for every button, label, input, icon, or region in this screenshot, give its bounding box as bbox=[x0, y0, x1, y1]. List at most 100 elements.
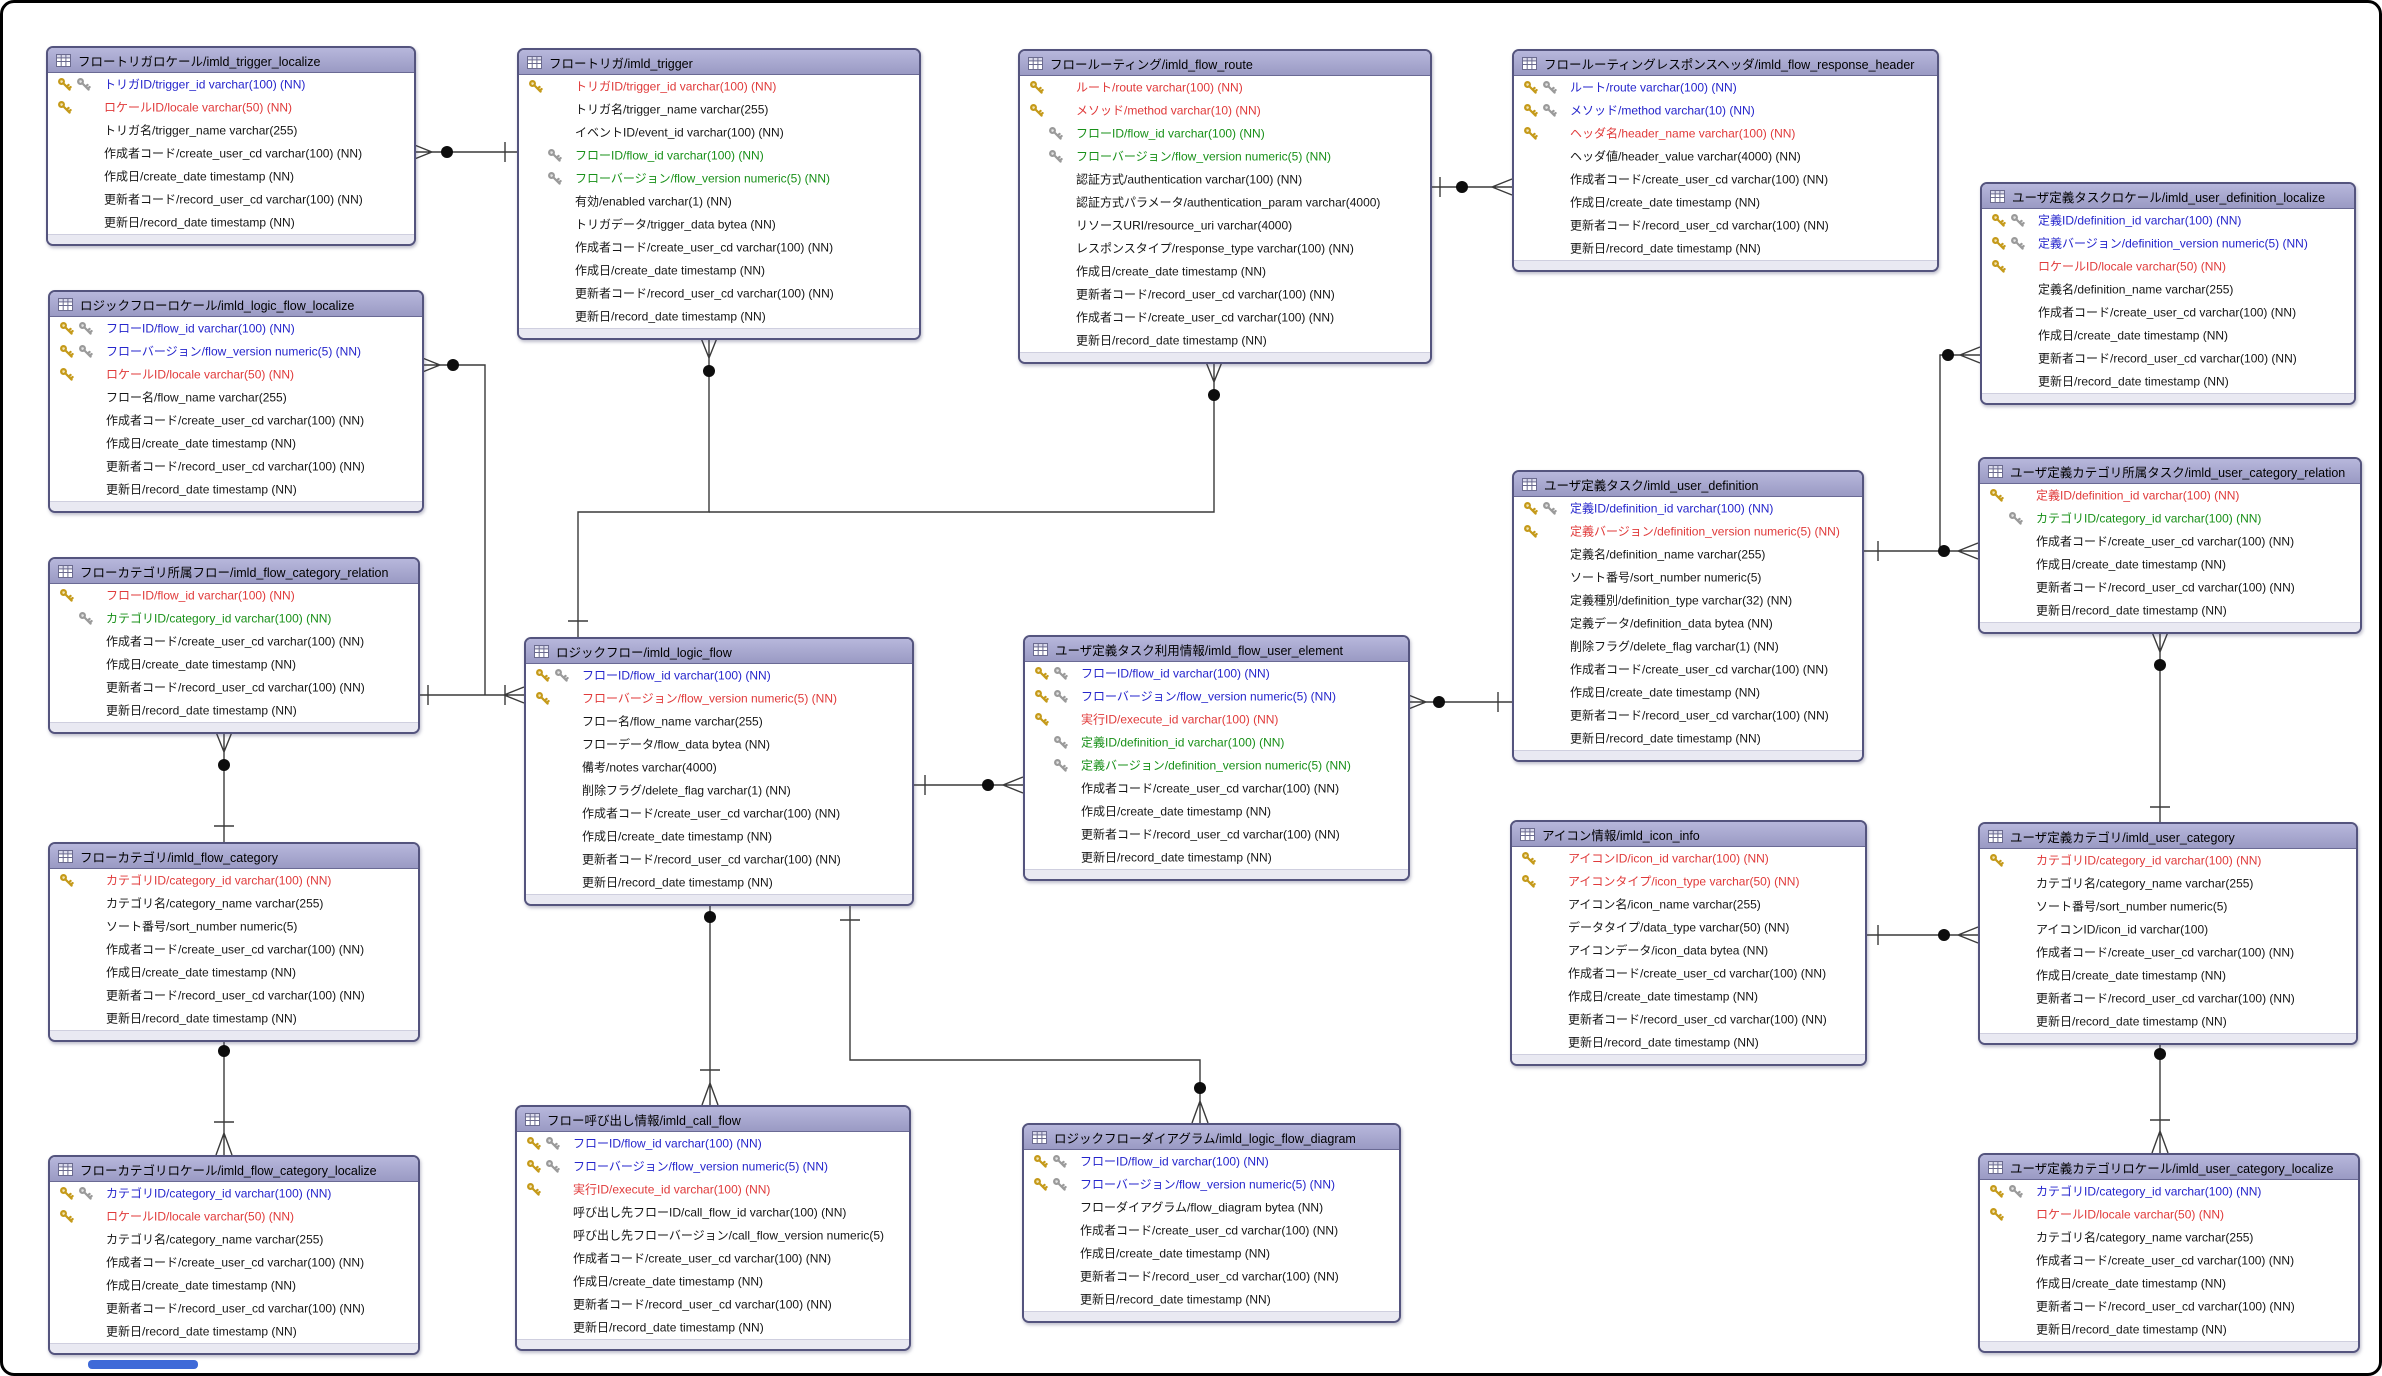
entity-header[interactable]: ロジックフロー/imld_logic_flow bbox=[526, 639, 912, 664]
column-row[interactable]: カテゴリID/category_id varchar(100) (NN) bbox=[50, 869, 418, 892]
column-row[interactable]: アイコンデータ/icon_data bytea (NN) bbox=[1512, 939, 1865, 962]
column-row[interactable]: 作成者コード/create_user_cd varchar(100) (NN) bbox=[1514, 168, 1937, 191]
column-row[interactable]: 作成者コード/create_user_cd varchar(100) (NN) bbox=[50, 1251, 418, 1274]
column-row[interactable]: 作成日/create_date timestamp (NN) bbox=[1980, 553, 2360, 576]
column-row[interactable]: 作成者コード/create_user_cd varchar(100) (NN) bbox=[1020, 306, 1430, 329]
column-row[interactable]: 更新日/record_date timestamp (NN) bbox=[526, 871, 912, 894]
column-row[interactable]: フローバージョン/flow_version numeric(5) (NN) bbox=[1025, 685, 1408, 708]
column-row[interactable]: 作成日/create_date timestamp (NN) bbox=[50, 961, 418, 984]
entity-table-imld_user_category_relation[interactable]: ユーザ定義カテゴリ所属タスク/imld_user_category_relati… bbox=[1978, 457, 2362, 634]
entity-header[interactable]: ユーザ定義カテゴリ所属タスク/imld_user_category_relati… bbox=[1980, 459, 2360, 484]
entity-header[interactable]: フローカテゴリ/imld_flow_category bbox=[50, 844, 418, 869]
column-row[interactable]: カテゴリID/category_id varchar(100) (NN) bbox=[1980, 1180, 2358, 1203]
column-row[interactable]: カテゴリ名/category_name varchar(255) bbox=[1980, 872, 2356, 895]
column-row[interactable]: 更新日/record_date timestamp (NN) bbox=[1514, 727, 1862, 750]
column-row[interactable]: 作成者コード/create_user_cd varchar(100) (NN) bbox=[1025, 777, 1408, 800]
column-row[interactable]: 更新者コード/record_user_cd varchar(100) (NN) bbox=[50, 455, 422, 478]
column-row[interactable]: 更新日/record_date timestamp (NN) bbox=[50, 478, 422, 501]
entity-header[interactable]: ユーザ定義タスク/imld_user_definition bbox=[1514, 472, 1862, 497]
column-row[interactable]: フローダイアグラム/flow_diagram bytea (NN) bbox=[1024, 1196, 1399, 1219]
column-row[interactable]: 更新日/record_date timestamp (NN) bbox=[1980, 1010, 2356, 1033]
column-row[interactable]: カテゴリ名/category_name varchar(255) bbox=[50, 892, 418, 915]
column-row[interactable]: 作成日/create_date timestamp (NN) bbox=[50, 1274, 418, 1297]
column-row[interactable]: トリガID/trigger_id varchar(100) (NN) bbox=[519, 75, 919, 98]
column-row[interactable]: トリガ名/trigger_name varchar(255) bbox=[519, 98, 919, 121]
column-row[interactable]: 定義ID/definition_id varchar(100) (NN) bbox=[1982, 209, 2354, 232]
column-row[interactable]: ロケールID/locale varchar(50) (NN) bbox=[1982, 255, 2354, 278]
column-row[interactable]: 削除フラグ/delete_flag varchar(1) (NN) bbox=[1514, 635, 1862, 658]
column-row[interactable]: フローデータ/flow_data bytea (NN) bbox=[526, 733, 912, 756]
column-row[interactable]: フローID/flow_id varchar(100) (NN) bbox=[526, 664, 912, 687]
column-row[interactable]: フローバージョン/flow_version numeric(5) (NN) bbox=[50, 340, 422, 363]
entity-table-imld_user_category_localize[interactable]: ユーザ定義カテゴリロケール/imld_user_category_localiz… bbox=[1978, 1153, 2360, 1353]
column-row[interactable]: フローバージョン/flow_version numeric(5) (NN) bbox=[519, 167, 919, 190]
column-row[interactable]: 更新者コード/record_user_cd varchar(100) (NN) bbox=[517, 1293, 909, 1316]
column-row[interactable]: 作成者コード/create_user_cd varchar(100) (NN) bbox=[519, 236, 919, 259]
column-row[interactable]: 作成者コード/create_user_cd varchar(100) (NN) bbox=[1980, 941, 2356, 964]
column-row[interactable]: 更新日/record_date timestamp (NN) bbox=[1514, 237, 1937, 260]
column-row[interactable]: 更新者コード/record_user_cd varchar(100) (NN) bbox=[48, 188, 414, 211]
column-row[interactable]: 更新日/record_date timestamp (NN) bbox=[1024, 1288, 1399, 1311]
column-row[interactable]: 作成者コード/create_user_cd varchar(100) (NN) bbox=[1514, 658, 1862, 681]
column-row[interactable]: 更新日/record_date timestamp (NN) bbox=[48, 211, 414, 234]
column-row[interactable]: 作成者コード/create_user_cd varchar(100) (NN) bbox=[526, 802, 912, 825]
column-row[interactable]: 実行ID/execute_id varchar(100) (NN) bbox=[517, 1178, 909, 1201]
column-row[interactable]: 更新者コード/record_user_cd varchar(100) (NN) bbox=[1514, 704, 1862, 727]
column-row[interactable]: アイコンタイプ/icon_type varchar(50) (NN) bbox=[1512, 870, 1865, 893]
column-row[interactable]: フローID/flow_id varchar(100) (NN) bbox=[517, 1132, 909, 1155]
column-row[interactable]: 備考/notes varchar(4000) bbox=[526, 756, 912, 779]
column-row[interactable]: フローバージョン/flow_version numeric(5) (NN) bbox=[1024, 1173, 1399, 1196]
column-row[interactable]: 更新日/record_date timestamp (NN) bbox=[1512, 1031, 1865, 1054]
column-row[interactable]: 作成者コード/create_user_cd varchar(100) (NN) bbox=[517, 1247, 909, 1270]
column-row[interactable]: 更新者コード/record_user_cd varchar(100) (NN) bbox=[50, 984, 418, 1007]
column-row[interactable]: 更新者コード/record_user_cd varchar(100) (NN) bbox=[50, 1297, 418, 1320]
column-row[interactable]: 作成者コード/create_user_cd varchar(100) (NN) bbox=[1982, 301, 2354, 324]
column-row[interactable]: ロケールID/locale varchar(50) (NN) bbox=[48, 96, 414, 119]
column-row[interactable]: カテゴリ名/category_name varchar(255) bbox=[1980, 1226, 2358, 1249]
column-row[interactable]: フローID/flow_id varchar(100) (NN) bbox=[1020, 122, 1430, 145]
column-row[interactable]: フロー名/flow_name varchar(255) bbox=[526, 710, 912, 733]
column-row[interactable]: 作成日/create_date timestamp (NN) bbox=[1025, 800, 1408, 823]
column-row[interactable]: 更新者コード/record_user_cd varchar(100) (NN) bbox=[526, 848, 912, 871]
column-row[interactable]: 認証方式パラメータ/authentication_param varchar(4… bbox=[1020, 191, 1430, 214]
column-row[interactable]: ヘッダ名/header_name varchar(100) (NN) bbox=[1514, 122, 1937, 145]
column-row[interactable]: 削除フラグ/delete_flag varchar(1) (NN) bbox=[526, 779, 912, 802]
column-row[interactable]: イベントID/event_id varchar(100) (NN) bbox=[519, 121, 919, 144]
entity-header[interactable]: アイコン情報/imld_icon_info bbox=[1512, 822, 1865, 847]
column-row[interactable]: 定義ID/definition_id varchar(100) (NN) bbox=[1980, 484, 2360, 507]
column-row[interactable]: 作成日/create_date timestamp (NN) bbox=[1514, 191, 1937, 214]
column-row[interactable]: カテゴリ名/category_name varchar(255) bbox=[50, 1228, 418, 1251]
column-row[interactable]: データタイプ/data_type varchar(50) (NN) bbox=[1512, 916, 1865, 939]
column-row[interactable]: 更新日/record_date timestamp (NN) bbox=[1020, 329, 1430, 352]
column-row[interactable]: リソースURI/resource_uri varchar(4000) bbox=[1020, 214, 1430, 237]
column-row[interactable]: フローID/flow_id varchar(100) (NN) bbox=[519, 144, 919, 167]
column-row[interactable]: 定義名/definition_name varchar(255) bbox=[1982, 278, 2354, 301]
column-row[interactable]: 作成者コード/create_user_cd varchar(100) (NN) bbox=[50, 409, 422, 432]
column-row[interactable]: 作成日/create_date timestamp (NN) bbox=[1980, 964, 2356, 987]
column-row[interactable]: 更新日/record_date timestamp (NN) bbox=[519, 305, 919, 328]
column-row[interactable]: アイコンID/icon_id varchar(100) (NN) bbox=[1512, 847, 1865, 870]
column-row[interactable]: 定義ID/definition_id varchar(100) (NN) bbox=[1514, 497, 1862, 520]
column-row[interactable]: 更新者コード/record_user_cd varchar(100) (NN) bbox=[1980, 987, 2356, 1010]
column-row[interactable]: メソッド/method varchar(10) (NN) bbox=[1020, 99, 1430, 122]
entity-header[interactable]: フロートリガロケール/imld_trigger_localize bbox=[48, 48, 414, 73]
column-row[interactable]: 更新日/record_date timestamp (NN) bbox=[50, 1007, 418, 1030]
column-row[interactable]: 実行ID/execute_id varchar(100) (NN) bbox=[1025, 708, 1408, 731]
column-row[interactable]: 定義バージョン/definition_version numeric(5) (N… bbox=[1514, 520, 1862, 543]
column-row[interactable]: フローバージョン/flow_version numeric(5) (NN) bbox=[1020, 145, 1430, 168]
entity-header[interactable]: フロールーティングレスポンスヘッダ/imld_flow_response_hea… bbox=[1514, 51, 1937, 76]
column-row[interactable]: ソート番号/sort_number numeric(5) bbox=[1514, 566, 1862, 589]
column-row[interactable]: フロー名/flow_name varchar(255) bbox=[50, 386, 422, 409]
column-row[interactable]: 作成日/create_date timestamp (NN) bbox=[1514, 681, 1862, 704]
column-row[interactable]: ロケールID/locale varchar(50) (NN) bbox=[50, 363, 422, 386]
entity-header[interactable]: ユーザ定義タスク利用情報/imld_flow_user_element bbox=[1025, 637, 1408, 662]
column-row[interactable]: 更新者コード/record_user_cd varchar(100) (NN) bbox=[1980, 576, 2360, 599]
